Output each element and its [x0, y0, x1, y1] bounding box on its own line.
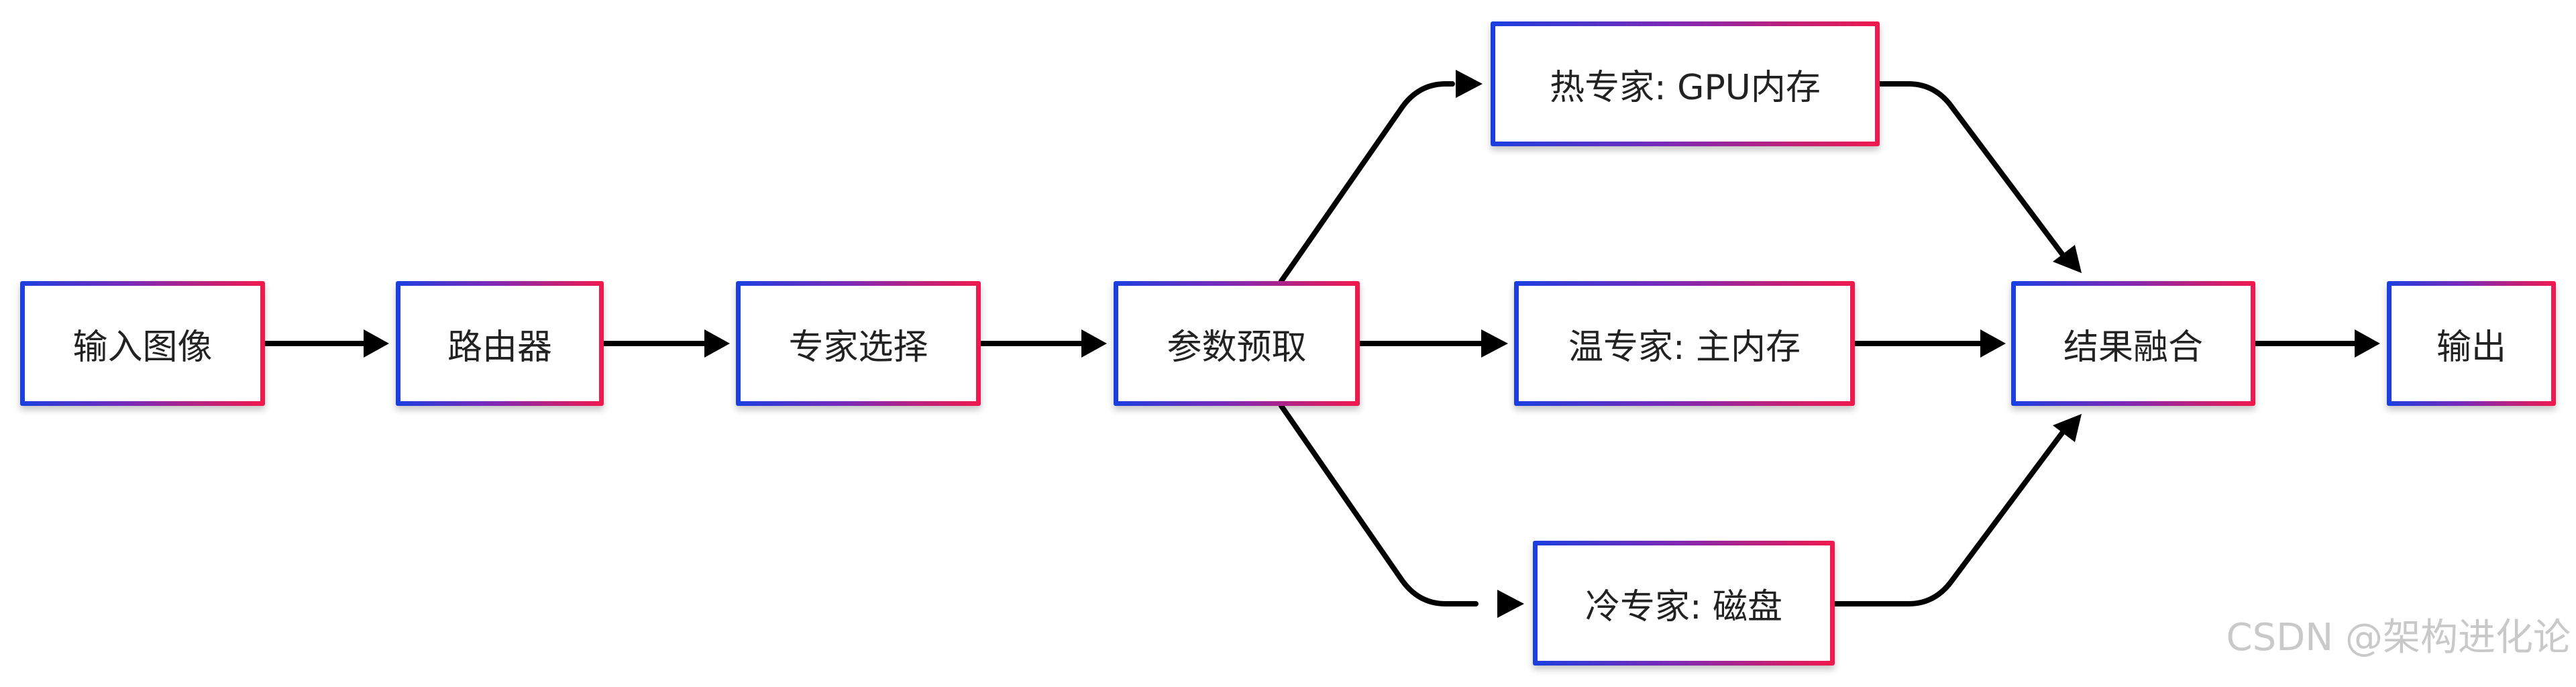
edge-prefetch-cold: [1279, 403, 1479, 606]
arrowhead-cold: [1497, 590, 1524, 618]
node-hot-expert: 热专家: GPU内存: [1491, 21, 1880, 146]
node-warm-expert-label: 温专家: 主内存: [1568, 327, 1801, 368]
node-input-label: 输入图像: [72, 327, 213, 368]
node-expert-select-label: 专家选择: [788, 327, 928, 368]
arrowhead-fusion-mid: [1980, 329, 2006, 358]
node-cold-expert: 冷专家: 磁盘: [1533, 541, 1835, 666]
arrowhead-output: [2355, 329, 2380, 358]
node-result-fusion-label: 结果融合: [2063, 327, 2203, 368]
node-warm-expert: 温专家: 主内存: [1514, 281, 1855, 406]
node-param-prefetch-label: 参数预取: [1167, 327, 1307, 368]
node-expert-select: 专家选择: [736, 281, 981, 406]
node-param-prefetch: 参数预取: [1114, 281, 1360, 406]
edge-cold-fusion: [1832, 429, 2065, 606]
node-cold-expert-label: 冷专家: 磁盘: [1585, 586, 1783, 627]
watermark: CSDN @架构进化论: [2226, 616, 2571, 659]
arrowhead-select: [704, 329, 730, 358]
node-router-label: 路由器: [447, 327, 552, 368]
node-input: 输入图像: [20, 281, 265, 406]
node-router: 路由器: [396, 281, 604, 406]
arrowhead-fusion-top: [2053, 245, 2082, 273]
arrowhead-fusion-bottom: [2053, 414, 2082, 442]
node-output: 输出: [2387, 281, 2556, 406]
edge-hot-fusion: [1877, 81, 2065, 258]
node-output-label: 输出: [2436, 327, 2506, 368]
arrowhead-warm: [1481, 329, 1508, 358]
node-hot-expert-label: 热专家: GPU内存: [1550, 67, 1821, 108]
edge-prefetch-hot: [1279, 81, 1455, 284]
arrowhead-router: [364, 329, 389, 358]
node-result-fusion: 结果融合: [2011, 281, 2255, 406]
arrowhead-prefetch: [1081, 329, 1107, 358]
arrowhead-hot: [1456, 70, 1483, 98]
